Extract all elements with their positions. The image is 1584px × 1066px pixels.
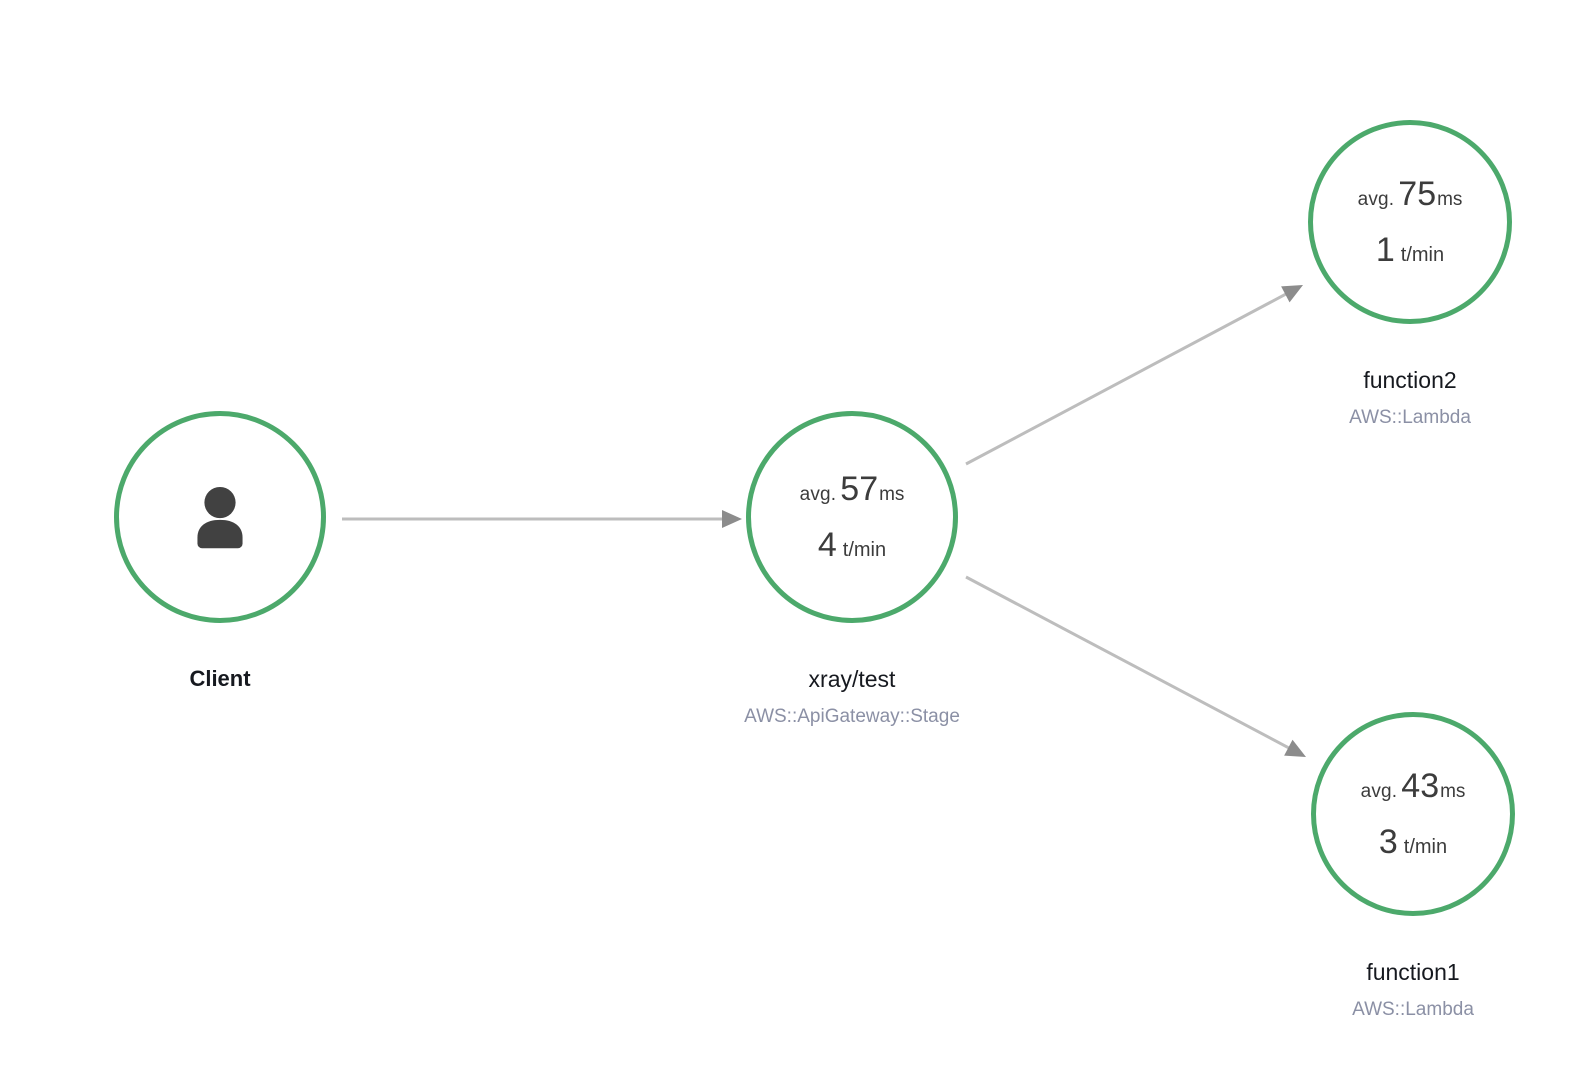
metric-rate-unit: t/min [1403, 836, 1448, 858]
person-icon [197, 486, 243, 549]
metric-avg-label: avg. [1357, 189, 1395, 210]
edge-arrowhead-icon [722, 510, 742, 528]
metric-latency-unit: ms [879, 484, 905, 505]
metric-rate-value: 1 [1375, 231, 1395, 269]
node-title: xray/test [808, 666, 896, 692]
node-caption-client: Client [189, 665, 250, 693]
metric-latency-unit: ms [1437, 189, 1463, 210]
metric-latency: avg.57ms [800, 472, 905, 506]
node-title: function2 [1363, 367, 1457, 393]
node-title: Client [189, 666, 251, 691]
edge-xray-to-function1 [965, 575, 1306, 757]
metric-latency: avg.43ms [1361, 769, 1466, 803]
metric-latency-unit: ms [1440, 781, 1466, 802]
metric-latency-value: 75 [1398, 175, 1437, 213]
edge-client-to-xray [342, 510, 742, 528]
edge-line [965, 291, 1289, 466]
metric-avg-label: avg. [799, 484, 837, 505]
node-client[interactable] [114, 411, 326, 623]
edge-arrowhead-icon [1281, 285, 1303, 303]
node-subtitle: AWS::ApiGateway::Stage [744, 705, 960, 727]
metric-rate-value: 3 [1378, 823, 1398, 861]
node-subtitle: AWS::Lambda [1349, 406, 1471, 428]
metric-latency: avg.75ms [1358, 177, 1463, 211]
edge-xray-to-function2 [965, 285, 1303, 466]
node-title: function1 [1366, 959, 1460, 985]
metric-latency-value: 57 [840, 470, 879, 508]
metric-latency-value: 43 [1401, 767, 1440, 805]
metric-avg-label: avg. [1360, 781, 1398, 802]
edge-arrowhead-icon [1284, 739, 1306, 757]
metric-rate-unit: t/min [842, 539, 887, 561]
node-subtitle: AWS::Lambda [1352, 998, 1474, 1020]
edge-line [965, 575, 1292, 751]
metric-rate-unit: t/min [1400, 244, 1445, 266]
metric-rate-value: 4 [817, 526, 837, 564]
